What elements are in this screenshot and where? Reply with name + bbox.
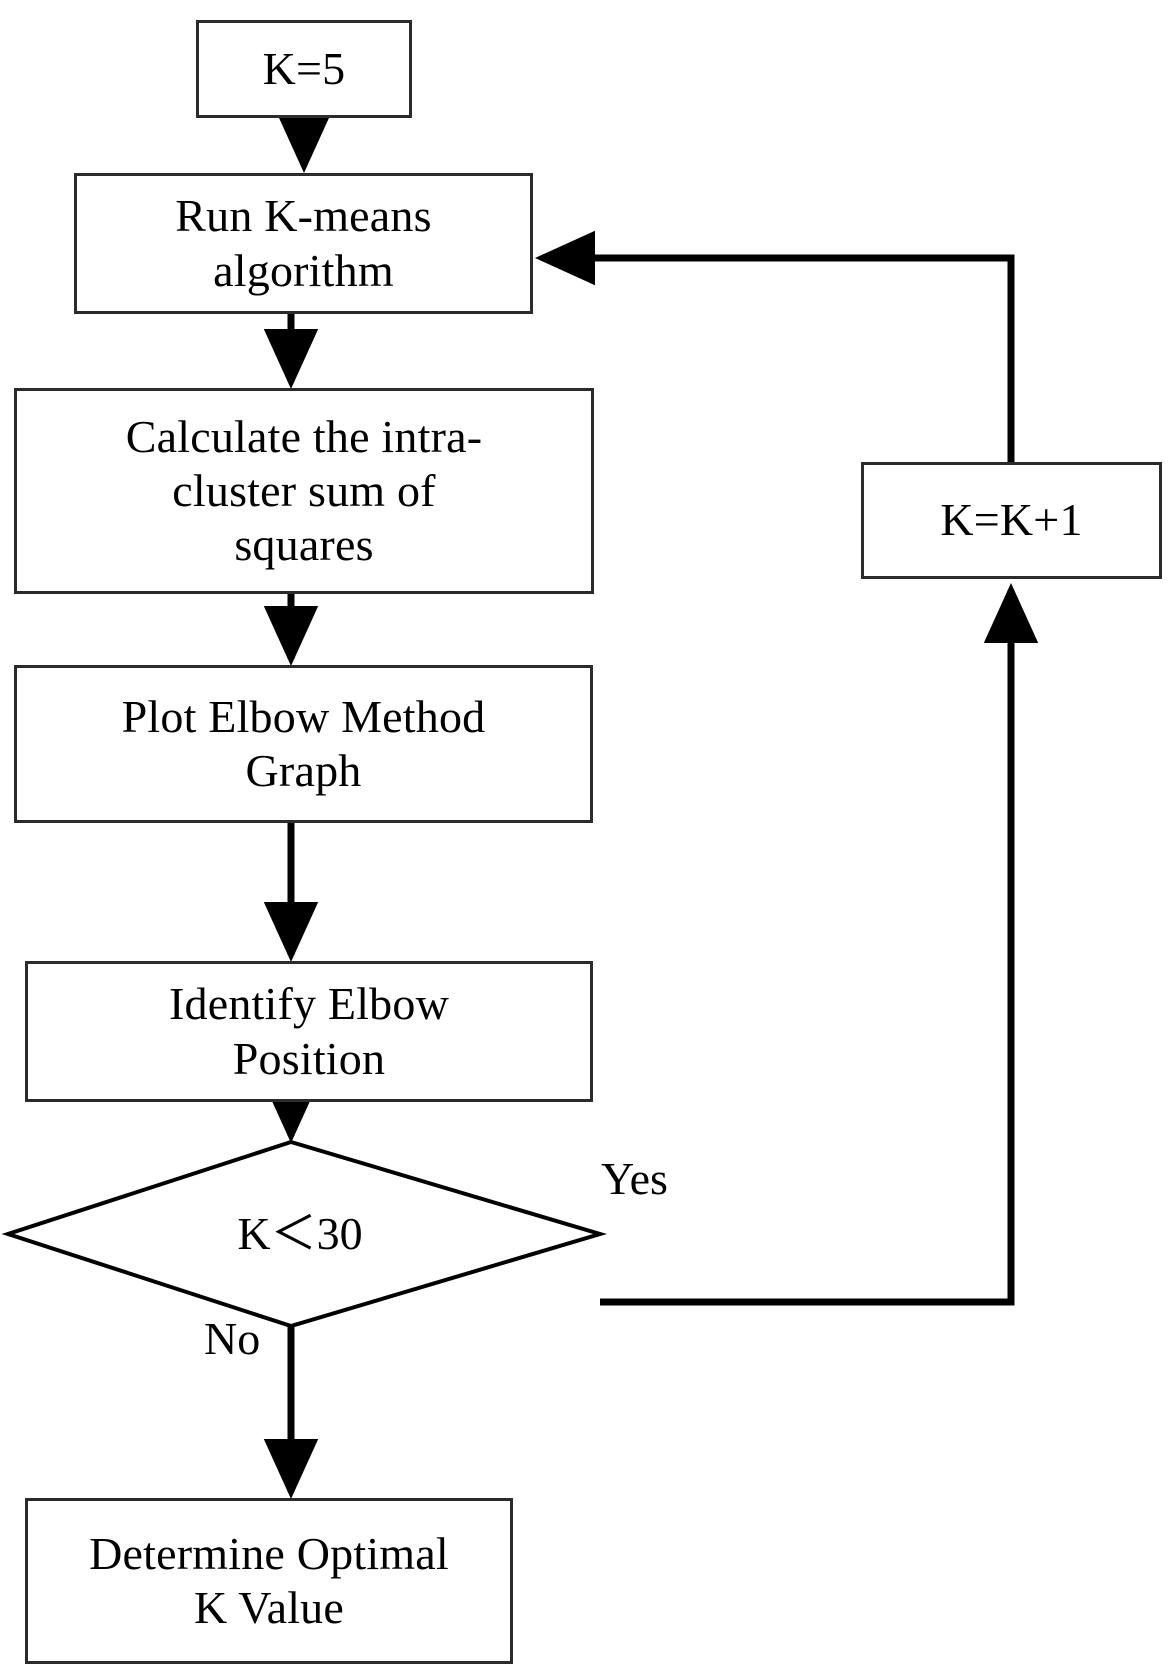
node-run-kmeans-label: Run K-means algorithm — [175, 190, 432, 296]
node-increment-k[interactable]: K=K+1 — [861, 462, 1162, 579]
node-determine-k-label: Determine Optimal K Value — [89, 1527, 449, 1633]
node-increment-k-label: K=K+1 — [940, 494, 1083, 546]
edge-label-no: No — [204, 1313, 261, 1364]
node-start-k-label: K=5 — [262, 42, 346, 94]
connector-increment-to-run — [534, 230, 1015, 462]
node-calculate-wcss[interactable]: Calculate the intra- cluster sum of squa… — [14, 388, 594, 594]
node-run-kmeans[interactable]: Run K-means algorithm — [74, 173, 533, 314]
node-calculate-wcss-label: Calculate the intra- cluster sum of squa… — [125, 410, 483, 571]
node-identify-elbow[interactable]: Identify Elbow Position — [25, 961, 593, 1102]
edge-label-yes: Yes — [601, 1153, 668, 1204]
node-decision-label: K＜30 — [237, 1208, 363, 1259]
node-decision-k-lt-30[interactable]: K＜30 — [0, 1142, 600, 1326]
node-plot-graph[interactable]: Plot Elbow Method Graph — [14, 665, 593, 823]
node-plot-graph-label: Plot Elbow Method Graph — [121, 690, 486, 796]
node-identify-elbow-label: Identify Elbow Position — [168, 978, 449, 1084]
node-determine-k[interactable]: Determine Optimal K Value — [25, 1498, 513, 1664]
node-start-k[interactable]: K=5 — [196, 20, 412, 118]
